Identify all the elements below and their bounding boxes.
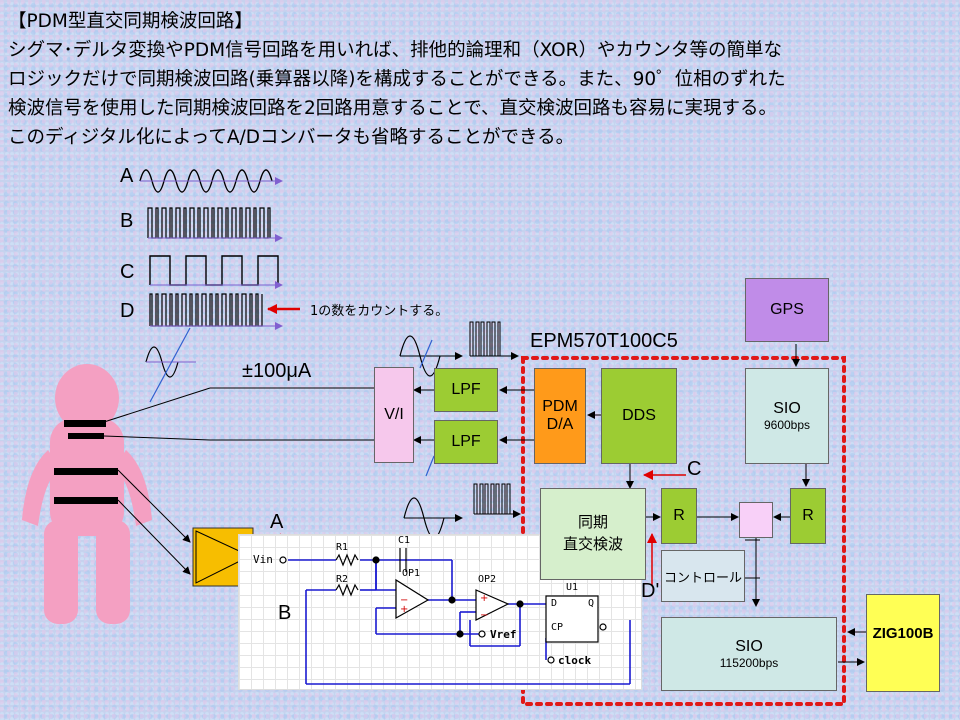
- vref-label: Vref: [490, 628, 517, 641]
- current-label: ±100μA: [242, 360, 312, 382]
- blue-hint-top: [419, 339, 433, 369]
- dds-block: DDS: [601, 368, 677, 464]
- lpf-label: LPF: [451, 433, 481, 450]
- r-block-right: R: [790, 488, 826, 544]
- description-line: シグマ･デルタ変換やPDM信号回路を用いれば、排他的論理和（XOR）やカウンタ等…: [8, 40, 783, 61]
- op2-label: OP2: [478, 574, 497, 585]
- lpf-block-1: LPF: [434, 368, 498, 412]
- op1-label: OP1: [402, 568, 421, 579]
- fpga-boundary: [521, 356, 846, 706]
- q-pin-label: Q: [588, 598, 595, 609]
- signal-c-label: C: [120, 261, 135, 283]
- r2-label: R2: [336, 574, 349, 585]
- waveform-c: [149, 255, 283, 289]
- page-title: 【PDM型直交同期検波回路】: [8, 11, 253, 32]
- gps-block: GPS: [745, 278, 829, 342]
- count-note: 1の数をカウントする。: [310, 304, 449, 319]
- description-line: このディジタル化によってA/Dコンバータも省略することができる。: [8, 127, 575, 148]
- clock-label: clock: [558, 654, 592, 667]
- lpf-block-2: LPF: [434, 420, 498, 464]
- dds-label: DDS: [622, 407, 656, 424]
- vin-label: Vin: [253, 553, 273, 566]
- vi-label: V/I: [384, 406, 404, 423]
- pdm-da-block: PDM D/A: [534, 368, 586, 464]
- sio-bottom-rate: 115200bps: [719, 656, 779, 670]
- u1-label: U1: [566, 582, 579, 593]
- sio-bottom-block: SIO 115200bps: [661, 617, 837, 691]
- pdm-wave-bottom: [473, 483, 521, 518]
- svg-text:+: +: [480, 593, 488, 604]
- r-label: R: [673, 507, 685, 524]
- waveform-a: [139, 169, 283, 193]
- gps-label: GPS: [770, 301, 804, 318]
- body-figure: [22, 364, 152, 624]
- sio-top-label: SIO: [773, 400, 801, 417]
- zig-label: ZIG100B: [872, 625, 934, 642]
- marker-b: B: [278, 602, 292, 624]
- svg-text:−: −: [400, 595, 408, 606]
- da-label: D/A: [546, 416, 574, 433]
- svg-text:−: −: [480, 610, 488, 621]
- sio-bottom-label: SIO: [735, 638, 763, 655]
- sio-top-rate: 9600bps: [763, 418, 811, 432]
- c1-label: C1: [398, 535, 411, 546]
- control-block: コントロール: [661, 550, 745, 602]
- sync-label-2: 直交検波: [562, 536, 623, 553]
- description-paragraph: シグマ･デルタ変換やPDM信号回路を用いれば、排他的論理和（XOR）やカウンタ等…: [8, 36, 958, 152]
- zig-block: ZIG100B: [866, 594, 940, 692]
- chip-name: EPM570T100C5: [530, 330, 678, 352]
- sio-top-block: SIO 9600bps: [745, 368, 829, 464]
- svg-text:+: +: [400, 604, 408, 615]
- r-block-left: R: [661, 488, 697, 544]
- vi-block: V/I: [374, 367, 414, 463]
- waveform-d: [149, 293, 283, 330]
- pdm-label: PDM: [542, 398, 578, 415]
- blue-hint-bottom: [425, 455, 435, 477]
- signal-d-label: D: [120, 300, 135, 322]
- lpf-label: LPF: [451, 381, 481, 398]
- marker-a: A: [270, 511, 284, 533]
- signal-a-label: A: [120, 165, 134, 187]
- sync-label-1: 同期: [577, 514, 608, 531]
- marker-d-prime: D': [641, 580, 660, 602]
- body-wires: [103, 387, 374, 575]
- electrode-bands: [54, 420, 118, 504]
- r1-label: R1: [336, 542, 349, 553]
- description-line: ロジックだけで同期検波回路(乗算器以降)を構成することができる。また、90゜位相…: [8, 69, 786, 90]
- description-line: 検波信号を使用した同期検波回路を2回路用意することで、直交検波回路も容易に実現す…: [8, 98, 777, 119]
- current-wave: [145, 327, 196, 403]
- pdm-wave-top: [469, 321, 519, 360]
- mixer-block: [739, 502, 773, 538]
- signal-b-label: B: [120, 210, 134, 232]
- r-label: R: [802, 507, 814, 524]
- waveform-b: [147, 207, 283, 242]
- control-label: コントロール: [663, 569, 742, 585]
- d-pin-label: D: [551, 598, 558, 609]
- cp-pin-label: CP: [551, 622, 564, 633]
- sync-detector-block: 同期 直交検波: [540, 488, 646, 580]
- marker-c: C: [687, 458, 702, 480]
